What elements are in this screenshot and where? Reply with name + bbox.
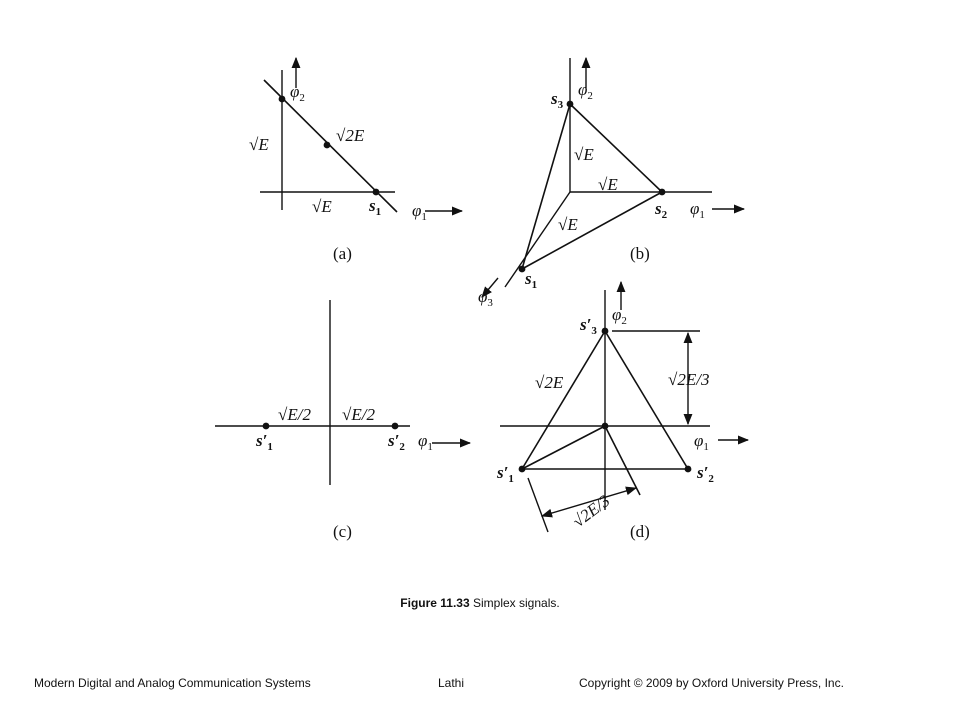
point-s2-b xyxy=(658,188,666,196)
s1-label-a: s1 xyxy=(368,196,381,218)
caption-figure-number: Figure 11.33 xyxy=(400,596,470,610)
s1-label-b: s1 xyxy=(524,269,537,291)
rootE-diagonal-b: √E xyxy=(558,215,578,234)
rootE-vertical-a: √E xyxy=(249,135,269,154)
point-s2-c xyxy=(391,422,399,430)
s1-label-d: s′1 xyxy=(496,463,514,485)
point-s1-d xyxy=(518,465,526,473)
edge-s3-s2-b xyxy=(569,103,663,193)
point-s3-b xyxy=(566,100,574,108)
rootE2-right-c: √E/2 xyxy=(342,405,375,424)
root2E-label-a: √2E xyxy=(336,126,365,145)
dim-arrow-diagonal-d xyxy=(540,486,638,518)
panel-label-b: (b) xyxy=(630,244,650,263)
phi1-label-a: φ1 xyxy=(412,201,427,223)
point-s2-d xyxy=(684,465,692,473)
edge-s3-s1-d xyxy=(521,330,606,470)
s3-label-b: s3 xyxy=(550,89,564,111)
panel-label-c: (c) xyxy=(333,522,352,541)
edge-s1-s3-b xyxy=(521,103,571,270)
centroid-extension-d xyxy=(604,425,641,496)
footer-copyright: Copyright © 2009 by Oxford University Pr… xyxy=(579,676,844,690)
s2-label-c: s′2 xyxy=(387,431,405,453)
caption-text: Simplex signals. xyxy=(473,596,560,610)
panel-d: s′3 φ2 φ1 √2E √2E/3 √2E/3 s′1 s′2 (d) xyxy=(496,280,750,541)
edge-s2-s1-b xyxy=(521,191,663,270)
phi1-label-c: φ1 xyxy=(418,431,433,453)
root2E-label-d: √2E xyxy=(535,373,564,392)
panel-label-d: (d) xyxy=(630,522,650,541)
phi2-label-a: φ2 xyxy=(290,82,305,104)
s2-label-b: s2 xyxy=(654,199,668,221)
rootE-horizontal-a: √E xyxy=(312,197,332,216)
panel-c: √E/2 √E/2 s′1 s′2 φ1 (c) xyxy=(215,300,472,541)
phi3-label-b: φ3 xyxy=(478,287,493,309)
point-centroid-d xyxy=(601,422,609,430)
phi3-arrow-b xyxy=(481,277,499,298)
phi1-label-b: φ1 xyxy=(690,199,705,221)
phi2-label-d: φ2 xyxy=(612,305,627,327)
point-mid-a xyxy=(323,141,331,149)
point-s2-a xyxy=(278,95,286,103)
point-s3-d xyxy=(601,327,609,335)
root2E3-vertical-d: √2E/3 xyxy=(668,370,709,389)
point-s1-c xyxy=(262,422,270,430)
panel-label-a: (a) xyxy=(333,244,352,263)
s2-label-d: s′2 xyxy=(696,463,714,485)
rootE-horizontal-b: √E xyxy=(598,175,618,194)
footer-author: Lathi xyxy=(438,676,465,690)
centroid-line-d xyxy=(521,425,606,470)
s3-label-d: s′3 xyxy=(579,315,597,337)
figure-caption: Figure 11.33 Simplex signals. xyxy=(0,596,960,610)
panel-b: φ2 φ1 φ3 s3 s2 s1 √E √E √E (b) xyxy=(478,56,746,309)
edge-s3-s2-d xyxy=(604,330,689,470)
panel-a: φ2 φ1 √E √E √2E s1 (a) xyxy=(249,56,464,263)
dim-tick-left-d xyxy=(527,477,549,533)
point-s1-b xyxy=(518,265,526,273)
footer-book-title: Modern Digital and Analog Communication … xyxy=(34,676,311,690)
phi1-label-d: φ1 xyxy=(694,431,709,453)
point-s1-a xyxy=(372,188,380,196)
rootE2-left-c: √E/2 xyxy=(278,405,311,424)
rootE-vertical-b: √E xyxy=(574,145,594,164)
phi2-label-b: φ2 xyxy=(578,80,593,102)
s1-label-c: s′1 xyxy=(255,431,273,453)
phi3-axis-b xyxy=(504,191,571,288)
